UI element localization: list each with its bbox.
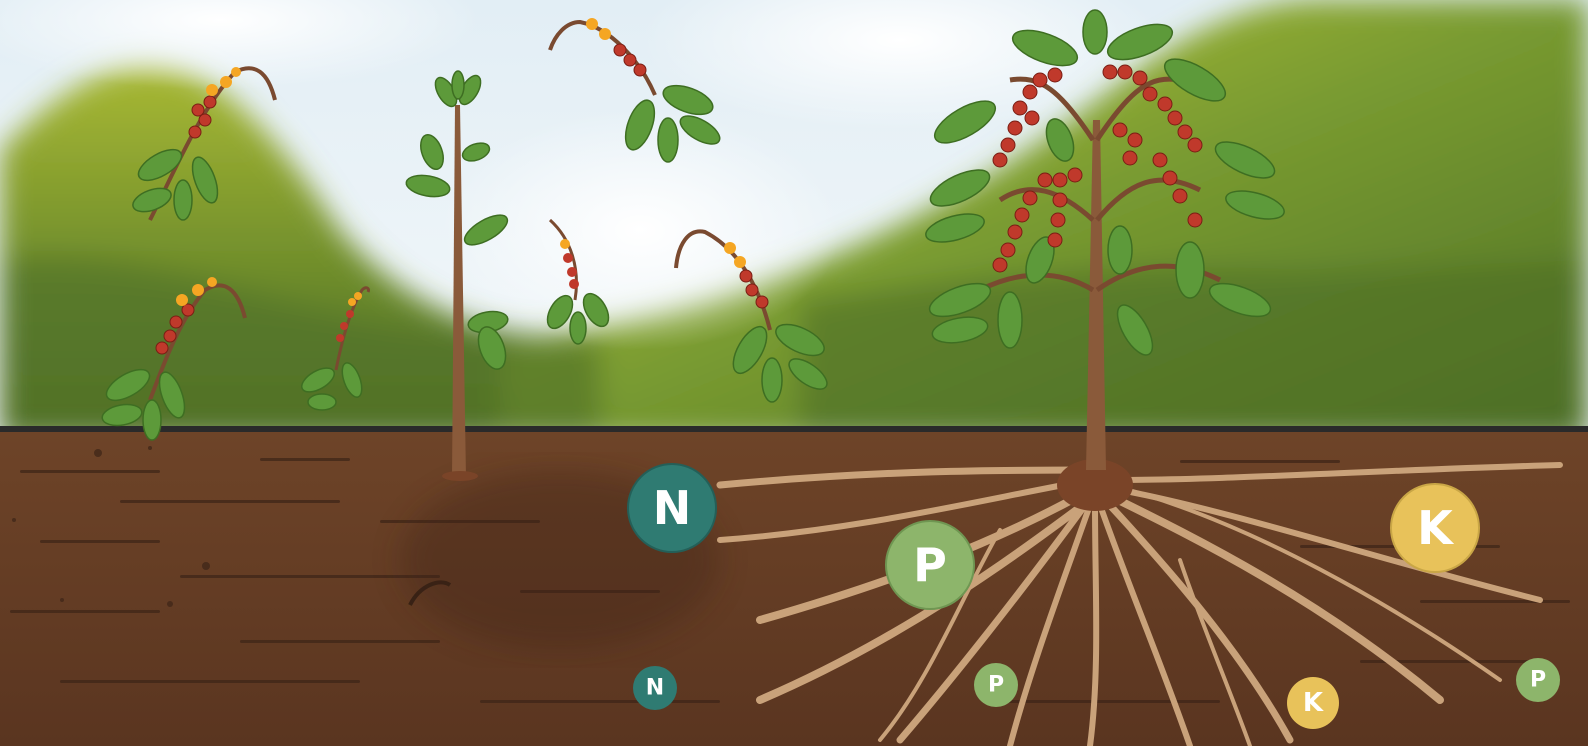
phosphorus-bubble-icon: P [886,521,974,609]
phosphorus-bubble-small-icon: P [974,663,1018,707]
ground-line [0,426,1588,432]
potassium-bubble-icon: K [1391,484,1479,572]
potassium-bubble-small-icon: K [1287,677,1339,729]
nitrogen-label-small: N [646,676,664,701]
sapling-base [442,471,478,481]
phosphorus-label-small: P [988,673,1004,698]
potassium-label-small: K [1303,688,1324,718]
nitrogen-bubble-small-icon: N [633,666,677,710]
phosphorus-label: P [913,538,947,592]
nitrogen-bubble-icon: N [628,464,716,552]
potassium-label: K [1417,501,1455,555]
phosphorus-bubble-edge-icon: P [1516,658,1560,702]
phosphorus-label-edge: P [1530,668,1546,693]
nitrogen-label: N [653,481,692,535]
